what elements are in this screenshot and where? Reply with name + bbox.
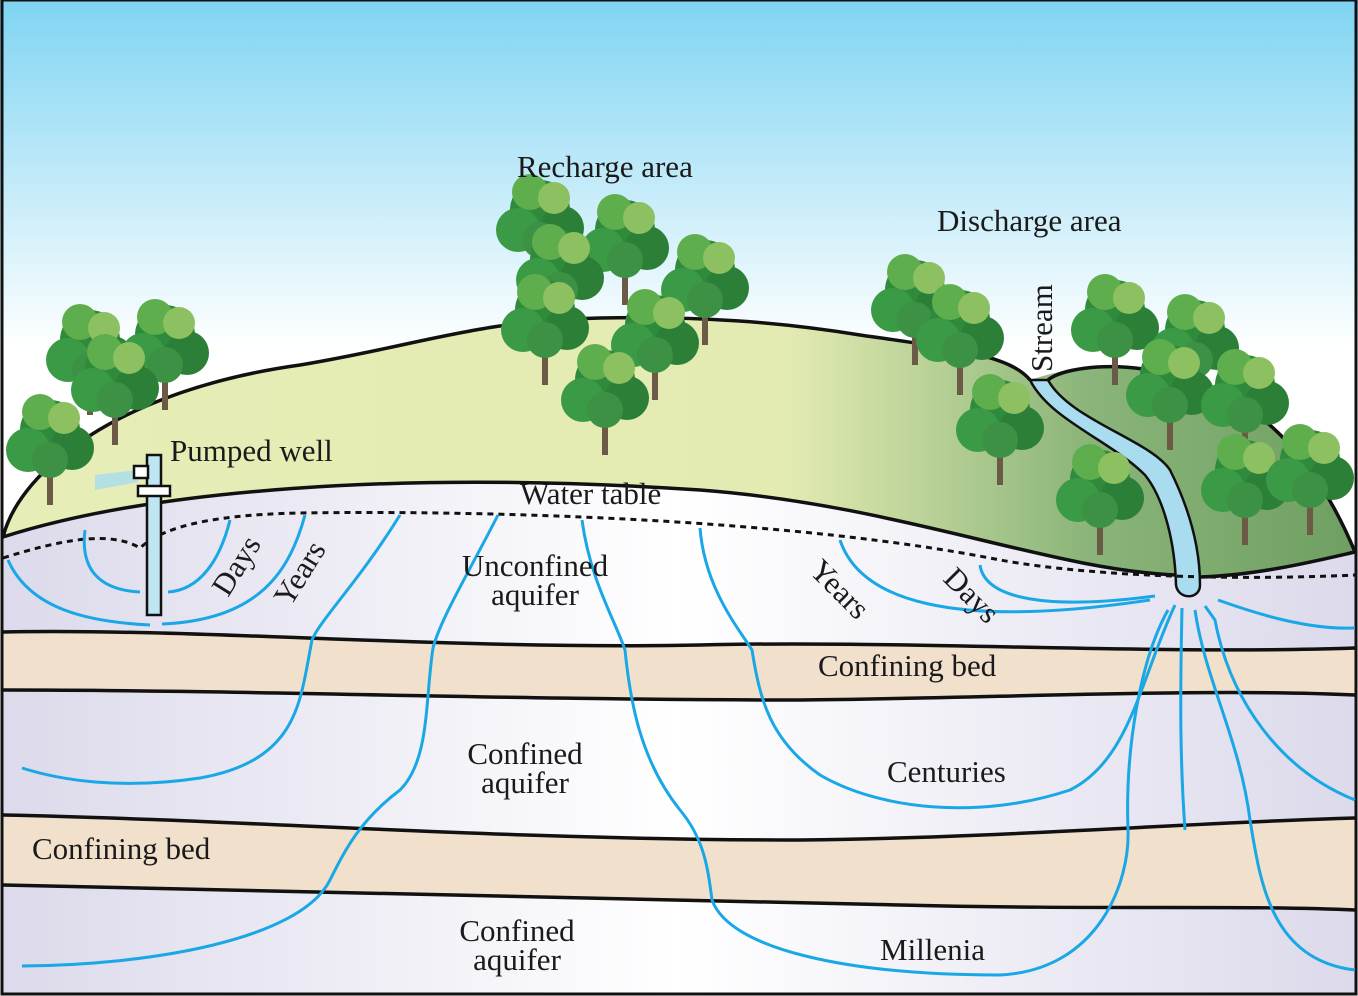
lower-confining-bed [3, 815, 1355, 910]
centuries-label: Centuries [887, 754, 1006, 789]
pumped-well-label: Pumped well [170, 433, 333, 468]
lower-confined-aquifer [3, 885, 1355, 994]
discharge-area-label: Discharge area [937, 203, 1122, 238]
water-table-line [2, 511, 1356, 579]
water-table-label: Water table [520, 476, 661, 511]
unconfined-aquifer [3, 482, 1355, 650]
confined-aquifer-upper-label-2: aquifer [481, 765, 569, 800]
confined-aquifer-lower-label-2: aquifer [473, 942, 561, 977]
confined-aquifer-upper-label-1: Confined [467, 736, 583, 771]
confining-bed-lower-label: Confining bed [32, 831, 211, 866]
unconfined-aquifer-label-1: Unconfined [462, 548, 609, 583]
pumped-well [95, 453, 172, 617]
upper-confined-aquifer [3, 690, 1355, 840]
millenia-label: Millenia [880, 932, 985, 967]
confined-aquifer-lower-label-1: Confined [459, 913, 575, 948]
unconfined-aquifer-label-2: aquifer [491, 577, 579, 612]
land-surface [3, 317, 1355, 576]
stream-label: Stream [1024, 284, 1059, 372]
flow-lines [6, 514, 1356, 977]
recharge-area-label: Recharge area [517, 149, 693, 184]
confining-bed-upper-label: Confining bed [818, 648, 997, 683]
